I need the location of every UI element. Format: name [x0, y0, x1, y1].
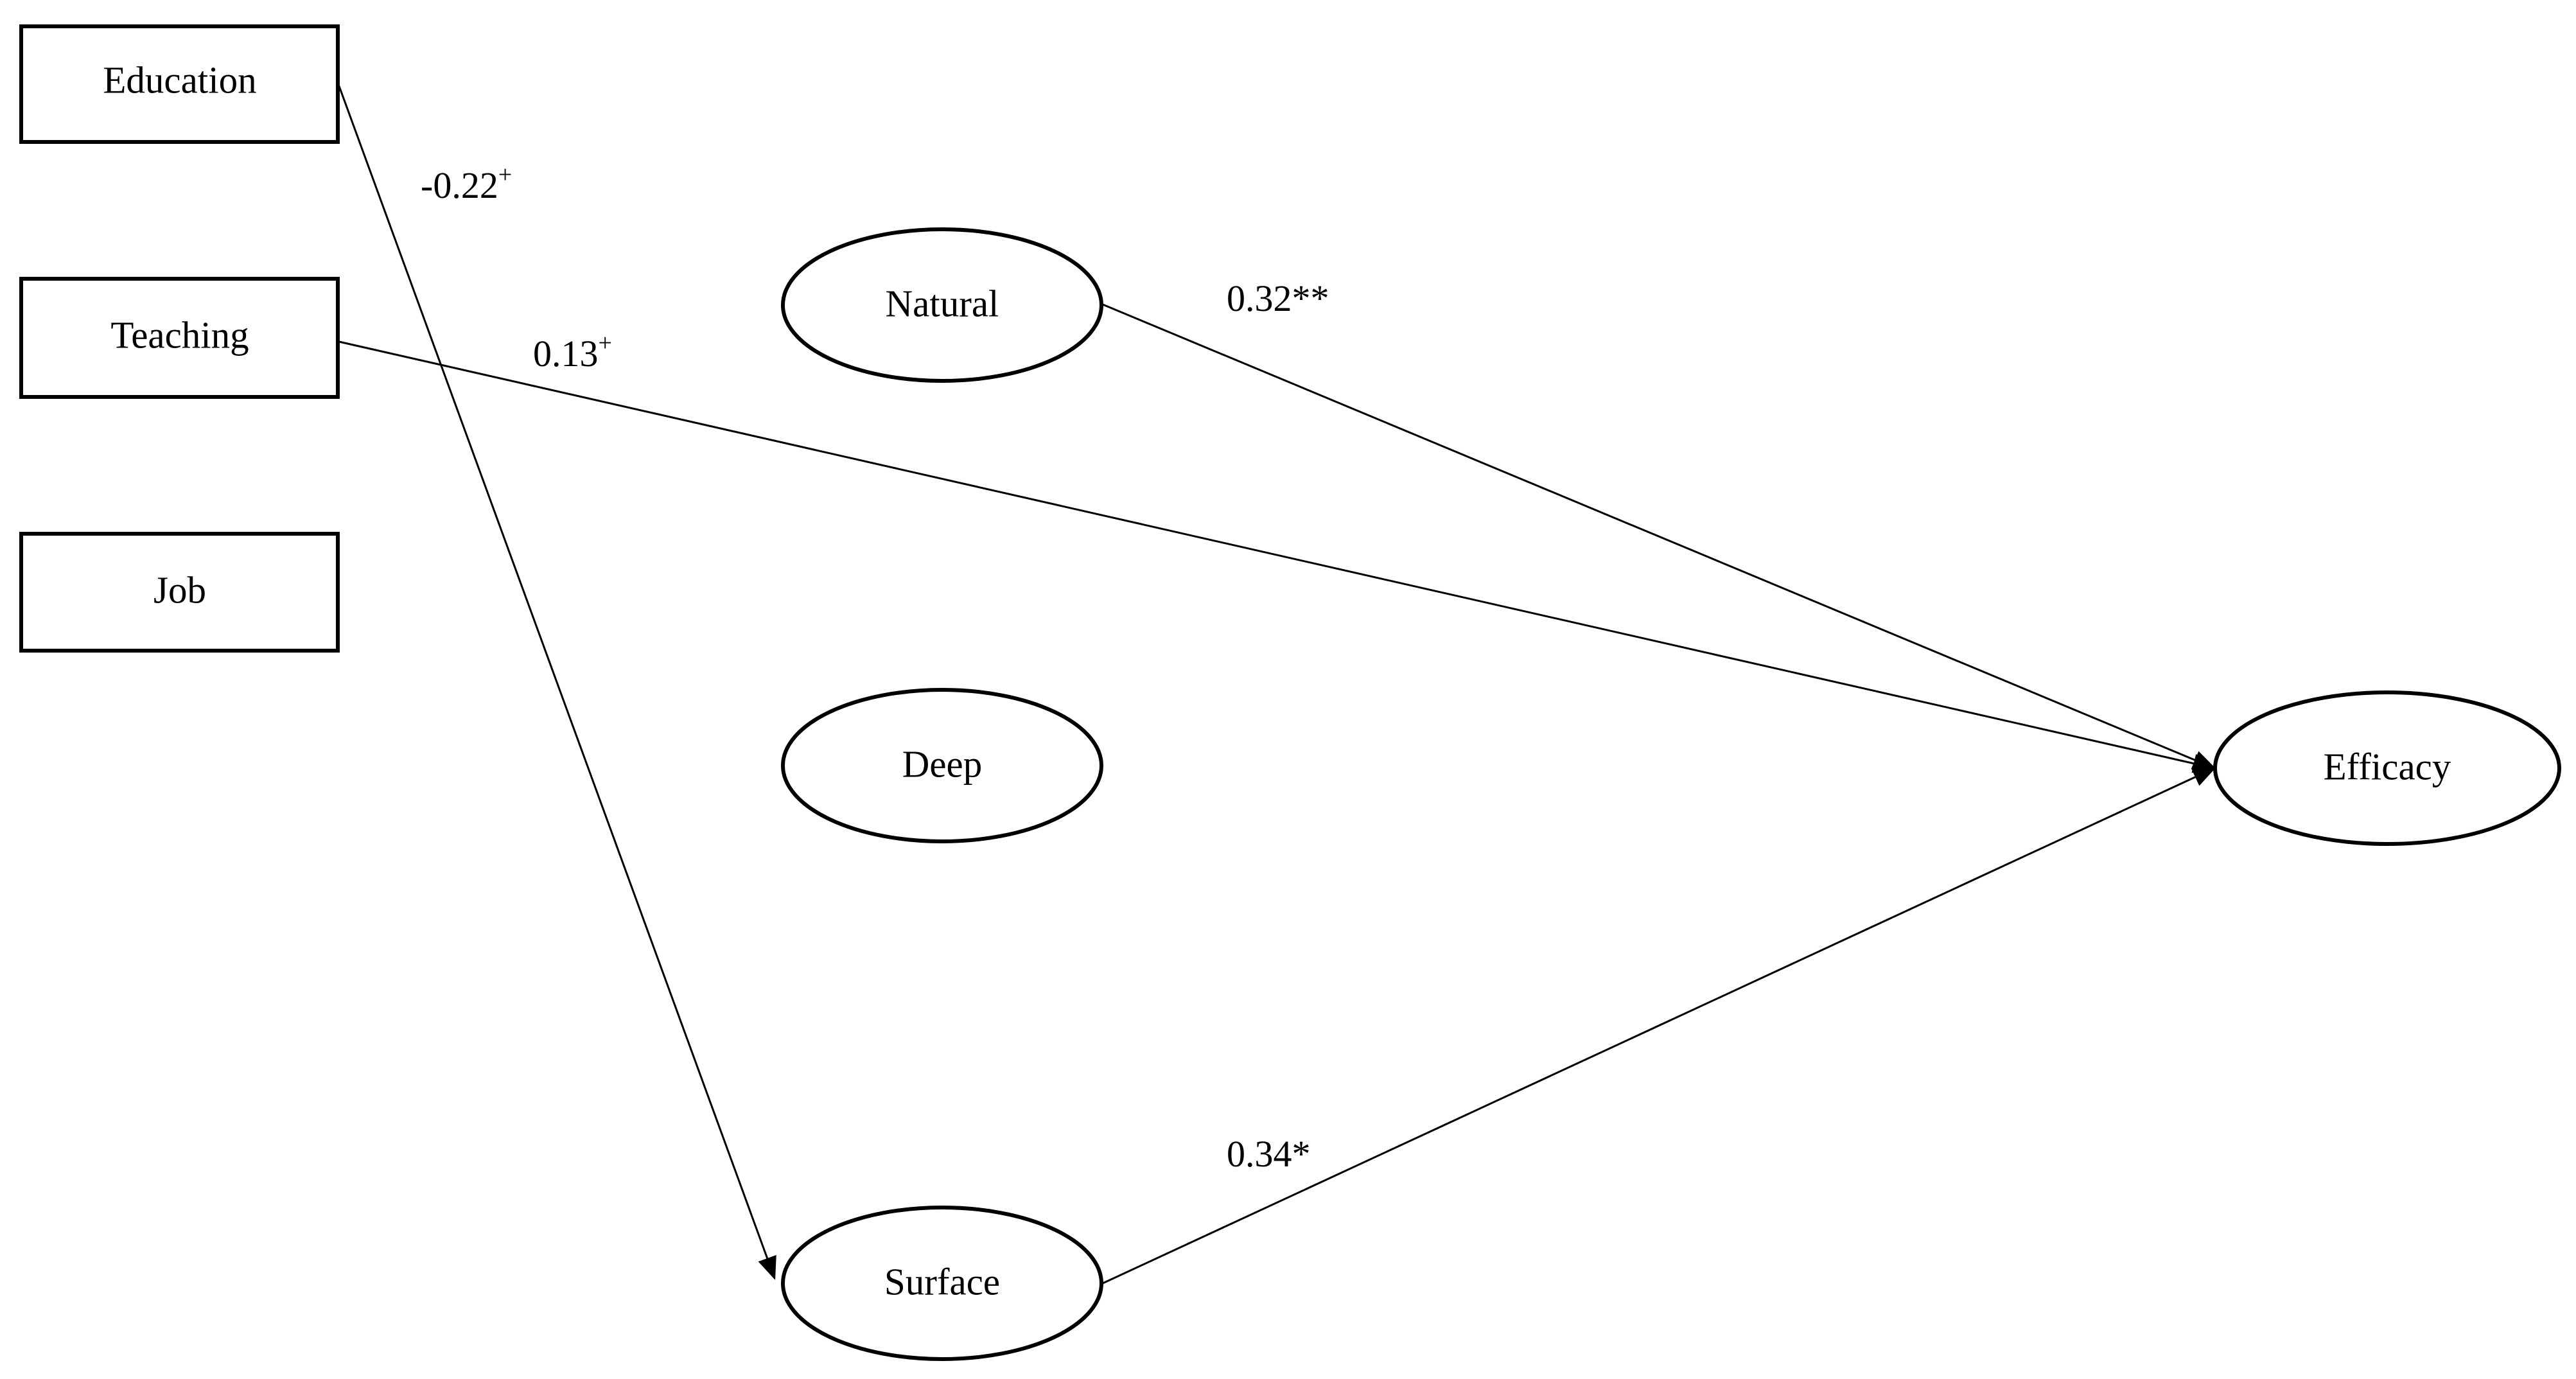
node-teaching: Teaching: [19, 277, 340, 399]
coef-education-surface-sig: +: [498, 161, 512, 188]
node-surface-label: Surface: [884, 1261, 1000, 1303]
coef-natural-efficacy-sig: **: [1292, 277, 1329, 319]
node-natural-label: Natural: [886, 283, 999, 325]
node-education: Education: [19, 24, 340, 144]
node-education-label: Education: [103, 59, 256, 101]
node-deep: Deep: [781, 688, 1103, 843]
node-job: Job: [19, 532, 340, 653]
path-teaching-efficacy: [338, 340, 2216, 773]
coef-teaching-efficacy-sig: +: [599, 329, 612, 356]
node-teaching-label: Teaching: [110, 314, 249, 356]
coef-natural-efficacy: 0.32**: [1227, 277, 1329, 319]
coef-surface-efficacy-sig: *: [1292, 1133, 1311, 1175]
coef-teaching-efficacy-value: 0.13: [533, 333, 599, 374]
coef-education-surface: -0.22+: [421, 161, 512, 206]
node-efficacy: Efficacy: [2213, 690, 2561, 846]
node-job-label: Job: [153, 569, 206, 611]
node-deep-label: Deep: [902, 743, 982, 786]
coef-surface-efficacy: 0.34*: [1227, 1133, 1311, 1175]
coef-surface-efficacy-value: 0.34: [1227, 1133, 1292, 1175]
node-surface: Surface: [781, 1206, 1103, 1361]
path-surface-efficacy: [1102, 767, 2216, 1285]
coef-teaching-efficacy: 0.13+: [533, 329, 612, 374]
node-natural: Natural: [781, 227, 1103, 383]
node-efficacy-label: Efficacy: [2324, 746, 2451, 788]
path-education-surface: [338, 85, 776, 1280]
path-natural-efficacy: [1102, 303, 2216, 769]
coef-natural-efficacy-value: 0.32: [1227, 277, 1292, 319]
coef-education-surface-value: -0.22: [421, 164, 498, 206]
